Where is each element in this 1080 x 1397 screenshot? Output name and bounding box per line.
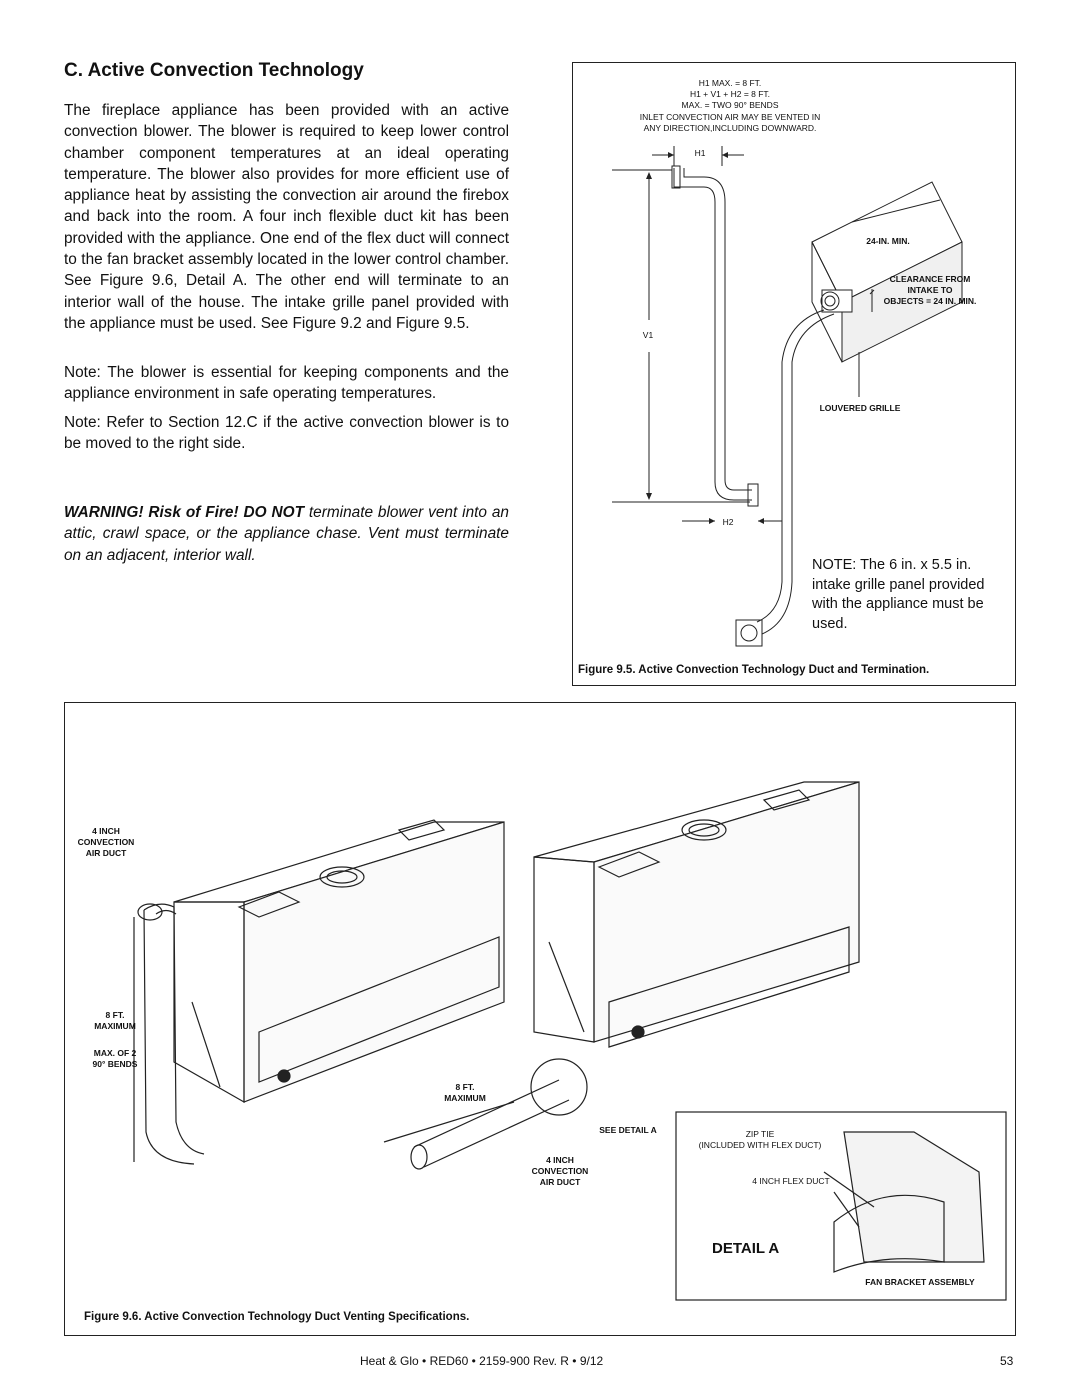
detail-a-title: DETAIL A bbox=[712, 1240, 780, 1257]
label-line: ZIP TIE bbox=[745, 1129, 775, 1139]
duct-venting-diagram bbox=[133, 781, 1007, 1301]
note-label: Note: bbox=[64, 364, 101, 381]
note-text: The blower is essential for keeping comp… bbox=[64, 364, 509, 403]
label-line: 4 INCH bbox=[92, 826, 120, 836]
duct-termination-diagram bbox=[612, 146, 963, 647]
warning-label: WARNING! Risk of Fire! DO NOT bbox=[64, 504, 304, 521]
section-title: C. Active Convection Technology bbox=[64, 60, 364, 81]
label-line: CONVECTION bbox=[531, 1166, 589, 1176]
label-line: MAXIMUM bbox=[94, 1021, 136, 1031]
label-line: CONVECTION bbox=[77, 837, 135, 847]
figure-9-5-caption: Figure 9.5. Active Convection Technology… bbox=[578, 664, 930, 676]
clearance-note: CLEARANCE FROM INTAKE TO OBJECTS = 24 IN… bbox=[870, 274, 990, 307]
label-line: AIR DUCT bbox=[85, 848, 127, 858]
label-line: MAXIMUM bbox=[444, 1093, 486, 1103]
label-line: 4 INCH bbox=[546, 1155, 574, 1165]
document-footer: Heat & Glo • RED60 • 2159-900 Rev. R • 9… bbox=[360, 1354, 604, 1368]
h2-label: H2 bbox=[722, 517, 734, 527]
note-label: Note: bbox=[64, 414, 101, 431]
intro-paragraph: The fireplace appliance has been provide… bbox=[64, 102, 509, 332]
spec-line: INLET CONVECTION AIR MAY BE VENTED IN bbox=[639, 111, 821, 122]
clearance-line: CLEARANCE FROM bbox=[889, 274, 971, 284]
label-line: AIR DUCT bbox=[539, 1177, 581, 1187]
intake-grille-note: NOTE: The 6 in. x 5.5 in. intake grille … bbox=[812, 556, 1008, 634]
v1-label: V1 bbox=[642, 330, 654, 340]
note-label: NOTE: bbox=[812, 557, 857, 573]
note-blower-essential: Note: The blower is essential for keepin… bbox=[64, 362, 509, 405]
page-number: 53 bbox=[1000, 1354, 1014, 1368]
spec-line: MAX. = TWO 90° BENDS bbox=[681, 100, 779, 111]
left-max-label: 8 FT. MAXIMUM bbox=[80, 1010, 150, 1032]
fire-warning: WARNING! Risk of Fire! DO NOT terminate … bbox=[64, 502, 509, 566]
spec-line: H1 + V1 + H2 = 8 FT. bbox=[689, 89, 771, 100]
figure-9-6-frame bbox=[64, 702, 1016, 1336]
clearance-line: INTAKE TO bbox=[907, 285, 953, 295]
min-24-label: 24-IN. MIN. bbox=[866, 236, 910, 246]
louvered-grille-label: LOUVERED GRILLE bbox=[819, 403, 901, 413]
note-text: The 6 in. x 5.5 in. intake grille panel … bbox=[812, 557, 985, 632]
label-line: 90° BENDS bbox=[92, 1059, 138, 1069]
figure-9-5-frame bbox=[572, 62, 1016, 686]
spec-line: H1 MAX. = 8 FT. bbox=[698, 78, 762, 88]
right-max-label: 8 FT. MAXIMUM bbox=[430, 1082, 500, 1104]
zip-tie-label: ZIP TIE (INCLUDED WITH FLEX DUCT) bbox=[678, 1129, 842, 1151]
figure-9-6-caption: Figure 9.6. Active Convection Technology… bbox=[84, 1311, 470, 1323]
bends-label: MAX. OF 2 90° BENDS bbox=[80, 1048, 150, 1070]
label-line: (INCLUDED WITH FLEX DUCT) bbox=[698, 1140, 822, 1151]
label-line: 8 FT. bbox=[105, 1010, 125, 1020]
spec-line: ANY DIRECTION,INCLUDING DOWNWARD. bbox=[643, 122, 817, 133]
h1-label: H1 bbox=[694, 148, 706, 158]
note-text: Refer to Section 12.C if the active conv… bbox=[64, 414, 509, 453]
fan-bracket-label: FAN BRACKET ASSEMBLY bbox=[865, 1277, 975, 1287]
flex-duct-label: 4 INCH FLEX DUCT bbox=[752, 1176, 830, 1186]
note-right-side: Note: Refer to Section 12.C if the activ… bbox=[64, 412, 509, 455]
see-detail-label: SEE DETAIL A bbox=[599, 1125, 657, 1135]
label-line: 8 FT. bbox=[455, 1082, 475, 1092]
label-line: MAX. OF 2 bbox=[93, 1048, 137, 1058]
spec-notes: H1 MAX. = 8 FT. H1 + V1 + H2 = 8 FT. MAX… bbox=[600, 78, 860, 134]
clearance-line: OBJECTS = 24 IN. MIN. bbox=[883, 296, 977, 306]
left-duct-label: 4 INCH CONVECTION AIR DUCT bbox=[66, 826, 146, 859]
warning-text: terminate blower vent into an attic, cra… bbox=[64, 504, 509, 564]
right-duct-label: 4 INCH CONVECTION AIR DUCT bbox=[515, 1155, 605, 1188]
